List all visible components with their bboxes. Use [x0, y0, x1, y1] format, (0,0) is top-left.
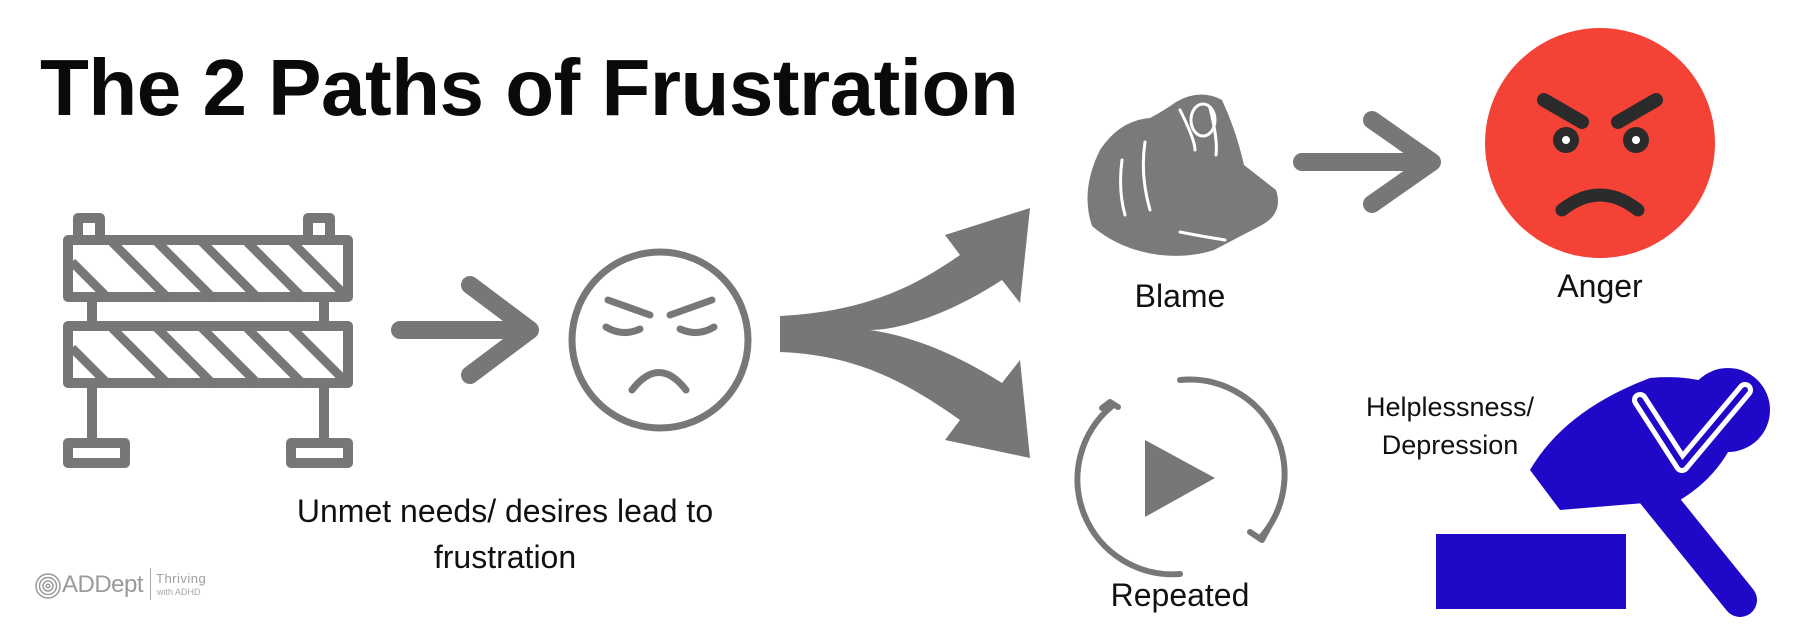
arrow-right-icon [1293, 111, 1441, 213]
anger-label: Anger [1557, 268, 1643, 304]
helplessness-label: Helplessness/ Depression [1350, 388, 1550, 464]
split-arrow-icon [780, 208, 1030, 458]
page-title: The 2 Paths of Frustration [40, 43, 1019, 132]
frustrated-face-icon [568, 248, 752, 432]
angry-face-icon [1485, 28, 1715, 258]
brand-tagline-2: with ADHD [157, 587, 201, 597]
depressed-person-icon [1436, 368, 1770, 617]
repeated-label: Repeated [1110, 577, 1250, 613]
brand-divider [150, 568, 151, 600]
repeat-icon [1074, 376, 1288, 578]
pointing-hand-icon [1087, 94, 1278, 256]
blame-label: Blame [1134, 278, 1226, 314]
helplessness-line-1: Helplessness/ [1365, 392, 1535, 422]
brand-logo-icon [35, 573, 61, 599]
barricade-icon [63, 213, 353, 468]
unmet-needs-label: Unmet needs/ desires lead to frustration [296, 493, 714, 575]
brand-tagline-1: Thriving [156, 571, 207, 586]
brand-name: ADDept [62, 571, 144, 598]
arrow-right-icon [391, 276, 539, 384]
helplessness-line-2: Depression [1381, 430, 1519, 460]
